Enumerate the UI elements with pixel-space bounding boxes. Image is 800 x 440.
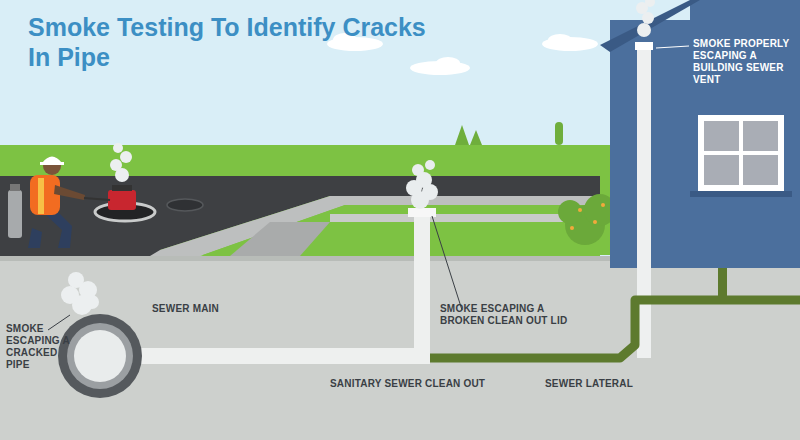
lateral-label: SEWER LATERAL [545,378,655,390]
cracked-pipe-label: SMOKE ESCAPING A CRACKED PIPE [6,323,72,371]
main-label: SEWER MAIN [152,303,262,315]
vent-label: SMOKE PROPERLY ESCAPING A BUILDING SEWER… [693,38,793,86]
cleanout-label: SANITARY SEWER CLEAN OUT [330,378,510,390]
cleanout-lid-label: SMOKE ESCAPING A BROKEN CLEAN OUT LID [440,303,590,327]
title: Smoke Testing To Identify Cracks In Pipe [28,12,448,72]
